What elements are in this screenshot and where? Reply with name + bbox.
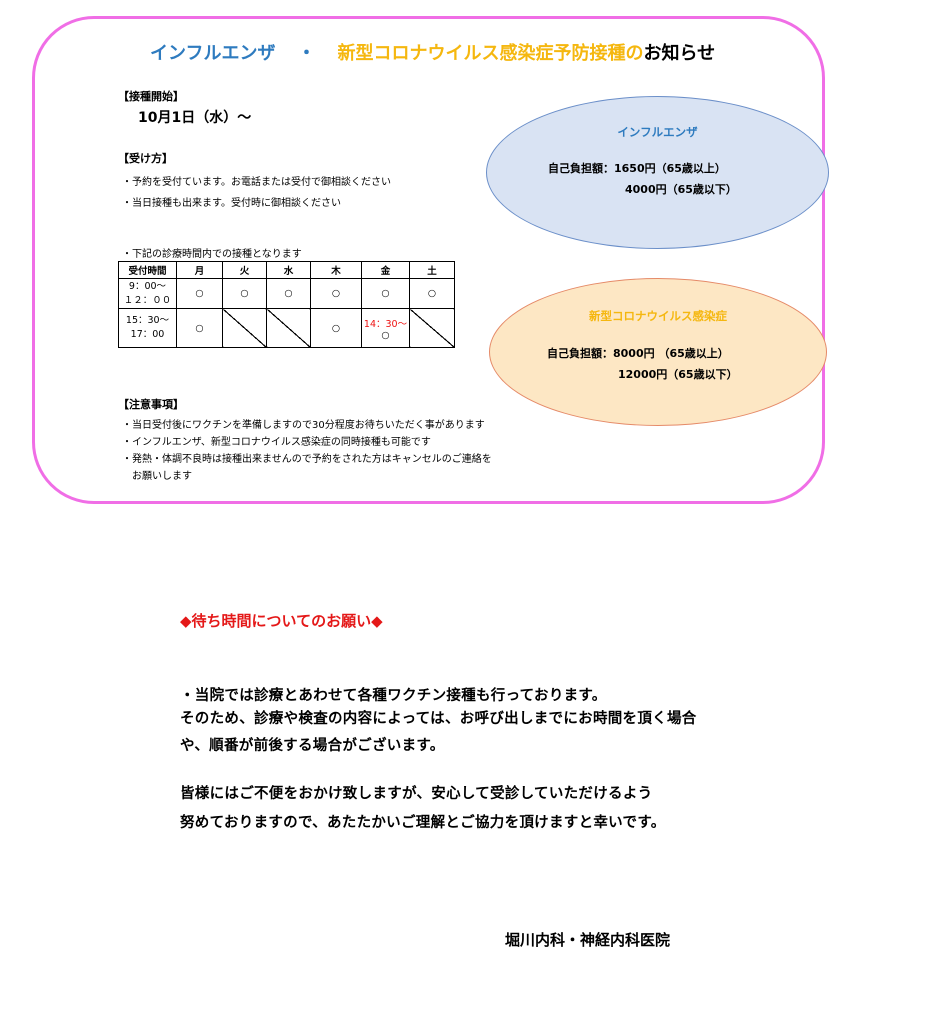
title-end: お知らせ bbox=[643, 43, 716, 64]
influenza-fee-under65: 4000円（65歳以下） bbox=[625, 183, 737, 196]
afternoon-wed-closed bbox=[266, 308, 311, 348]
clinic-name: 堀川内科・神経内科医院 bbox=[505, 931, 671, 949]
header-thu: 木 bbox=[310, 261, 362, 279]
covid-fee-under65: 12000円（65歳以下） bbox=[618, 368, 738, 381]
reception-line-1: ・予約を受付ています。お電話または受付で御相談ください bbox=[122, 177, 391, 188]
afternoon-sat-closed bbox=[409, 308, 455, 348]
header-sat: 土 bbox=[409, 261, 455, 279]
morning-wed: ○ bbox=[266, 278, 311, 309]
caution-line-1: ・当日受付後にワクチンを準備しますので30分程度お待ちいただく事があります bbox=[122, 420, 485, 431]
reception-line-2: ・当日接種も出来ます。受付時に御相談ください bbox=[122, 198, 341, 209]
friday-start-time: 14：30～ bbox=[363, 318, 408, 330]
header-mon: 月 bbox=[176, 261, 223, 279]
influenza-box-title: インフルエンザ bbox=[617, 125, 698, 139]
title-separator: ・ bbox=[297, 43, 316, 64]
notice-line-2: そのため、診療や検査の内容によっては、お呼び出しまでにお時間を頂く場合 bbox=[180, 711, 697, 727]
covid-fee-box: 新型コロナウイルス感染症 自己負担額：8000円 （65歳以上） 12000円（… bbox=[489, 278, 827, 426]
caution-line-3: ・発熱・体調不良時は接種出来ませんので予約をされた方はキャンセルのご連絡を bbox=[122, 454, 492, 465]
reception-label: 【受け方】 bbox=[118, 152, 173, 165]
title-influenza: インフルエンザ bbox=[150, 43, 276, 64]
notice-line-3: や、順番が前後する場合がございます。 bbox=[180, 738, 445, 754]
afternoon-mon: ○ bbox=[176, 308, 223, 348]
page-title: インフルエンザ・新型コロナウイルス感染症予防接種のお知らせ bbox=[150, 39, 715, 65]
afternoon-tue-closed bbox=[222, 308, 267, 348]
cautions-label: 【注意事項】 bbox=[118, 398, 184, 411]
caution-line-4: お願いします bbox=[122, 471, 192, 482]
afternoon-hours: 15：30～ 17：00 bbox=[118, 308, 177, 348]
notice-frame bbox=[32, 16, 825, 504]
notice-line-4: 皆様にはご不便をおかけ致しますが、安心して受診していただけるよう bbox=[180, 786, 653, 802]
morning-tue: ○ bbox=[222, 278, 267, 309]
waiting-time-heading: ◆待ち時間についてのお願い◆ bbox=[180, 612, 383, 630]
header-reception-time: 受付時間 bbox=[118, 261, 177, 279]
header-tue: 火 bbox=[222, 261, 267, 279]
header-fri: 金 bbox=[361, 261, 410, 279]
afternoon-fri: 14：30～ ○ bbox=[361, 308, 410, 348]
header-wed: 水 bbox=[266, 261, 311, 279]
morning-hours: 9：00～ １２：００ bbox=[118, 278, 177, 309]
caution-line-2: ・インフルエンザ、新型コロナウイルス感染症の同時接種も可能です bbox=[122, 437, 431, 448]
influenza-fee-box: インフルエンザ 自己負担額：1650円（65歳以上） 4000円（65歳以下） bbox=[486, 96, 829, 249]
notice-line-1: ・当院では診療とあわせて各種ワクチン接種も行っております。 bbox=[180, 688, 607, 704]
morning-thu: ○ bbox=[310, 278, 362, 309]
notice-line-5: 努めておりますので、あたたかいご理解とご協力を頂けますと幸いです。 bbox=[180, 815, 666, 831]
morning-fri: ○ bbox=[361, 278, 410, 309]
schedule-table: 受付時間 月 火 水 木 金 土 9：00～ １２：００ ○ ○ ○ ○ ○ ○… bbox=[118, 261, 455, 348]
covid-fee-senior: 自己負担額：8000円 （65歳以上） bbox=[547, 347, 729, 360]
covid-box-title: 新型コロナウイルス感染症 bbox=[589, 309, 727, 323]
morning-sat: ○ bbox=[409, 278, 455, 309]
schedule-note: ・下記の診療時間内での接種となります bbox=[122, 249, 302, 260]
title-covid: 新型コロナウイルス感染症予防接種の bbox=[337, 43, 644, 64]
morning-mon: ○ bbox=[176, 278, 223, 309]
influenza-fee-senior: 自己負担額：1650円（65歳以上） bbox=[548, 162, 726, 175]
friday-mark: ○ bbox=[381, 329, 390, 341]
afternoon-thu: ○ bbox=[310, 308, 362, 348]
start-label: 【接種開始】 bbox=[118, 90, 184, 103]
start-date: 10月1日（水）～ bbox=[138, 110, 252, 126]
